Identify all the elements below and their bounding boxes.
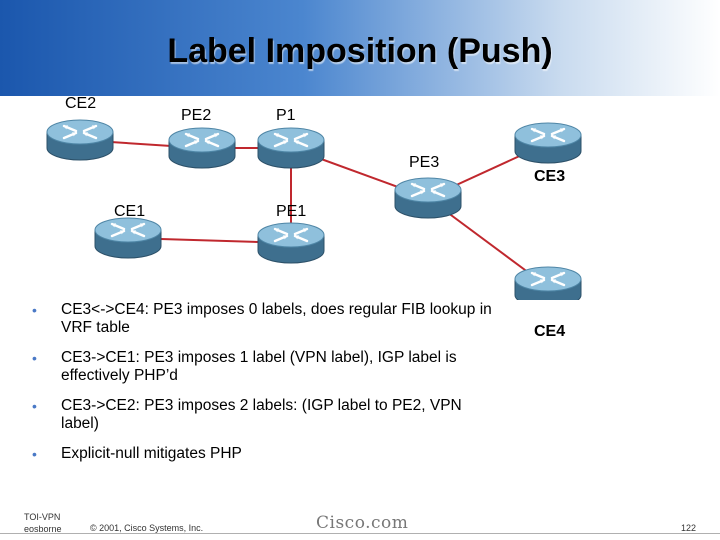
bullet-text: Explicit-null mitigates PHP: [61, 445, 242, 462]
routers-layer: [46, 119, 582, 300]
bullet-list: • CE3<->CE4: PE3 imposes 0 labels, does r…: [32, 301, 502, 475]
bullet-text: CE3->CE1: PE3 imposes 1 label (VPN label…: [61, 349, 457, 384]
bullet-item: • CE3->CE1: PE3 imposes 1 label (VPN labe…: [32, 349, 502, 385]
network-diagram: [46, 119, 582, 300]
footer-author: eosborne: [24, 524, 62, 534]
title-banner: [0, 0, 720, 96]
label-CE2: CE2: [65, 95, 97, 112]
router-icon-CE2: [46, 119, 114, 161]
bullet-item: • Explicit-null mitigates PHP: [32, 445, 502, 463]
label-CE4: CE4: [534, 323, 566, 340]
page-number: 122: [681, 523, 697, 533]
router-icon-PE2: [168, 127, 236, 169]
label-PE1: PE1: [276, 203, 307, 220]
footer-rule: [0, 533, 720, 534]
footer-course: TOI-VPN: [24, 512, 61, 522]
router-icon-CE1: [94, 217, 162, 259]
bullet-marker: •: [32, 446, 37, 462]
slide-title: Label Imposition (Push): [167, 32, 553, 70]
bullet-item: • CE3->CE2: PE3 imposes 2 labels: (IGP la…: [32, 397, 502, 433]
bullet-marker: •: [32, 350, 37, 366]
bullet-marker: •: [32, 398, 37, 414]
label-CE1: CE1: [114, 203, 146, 220]
bullet-text: CE3<->CE4: PE3 imposes 0 labels, does re…: [61, 301, 492, 336]
bullet-item: • CE3<->CE4: PE3 imposes 0 labels, does r…: [32, 301, 502, 337]
router-icon-PE3: [394, 177, 462, 219]
footer-copyright: © 2001, Cisco Systems, Inc.: [90, 523, 204, 533]
label-P1: P1: [276, 107, 296, 124]
label-CE3: CE3: [534, 168, 566, 185]
router-icon-P1: [257, 127, 325, 169]
cisco-logo-text: Cisco.com: [316, 513, 409, 533]
label-PE3: PE3: [409, 154, 440, 171]
router-icon-PE1: [257, 222, 325, 264]
bullet-marker: •: [32, 302, 37, 318]
bullet-text: CE3->CE2: PE3 imposes 2 labels: (IGP lab…: [61, 397, 462, 432]
router-icon-CE3: [514, 122, 582, 164]
label-PE2: PE2: [181, 107, 212, 124]
router-icon-CE4: [514, 266, 582, 300]
